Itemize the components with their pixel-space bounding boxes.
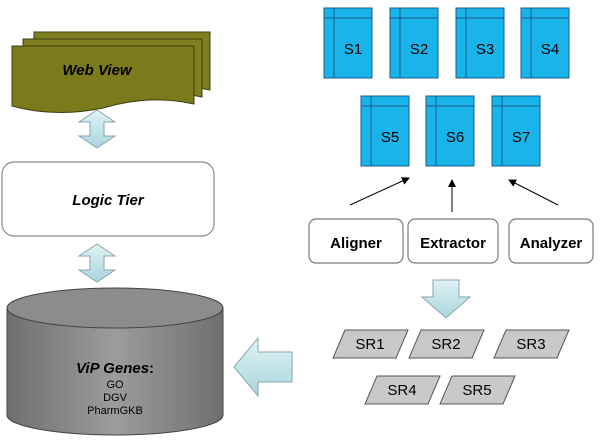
double-arrow-logic-db xyxy=(77,243,117,283)
result-label-sr2: SR2 xyxy=(431,336,460,353)
logic-tier-box: Logic Tier xyxy=(1,161,215,237)
tool-box-extractor: Extractor xyxy=(407,218,499,264)
result-sr5: SR5 xyxy=(439,375,516,405)
result-label-sr5: SR5 xyxy=(462,382,491,399)
result-label-sr4: SR4 xyxy=(387,382,416,399)
tool-box-analyzer: Analyzer xyxy=(508,218,594,264)
web-view-doc-front xyxy=(11,45,195,113)
source-box-s3: S3 xyxy=(455,7,505,79)
source-box-s6: S6 xyxy=(425,95,475,167)
logic-tier-label: Logic Tier xyxy=(72,192,145,209)
source-box-s4: S4 xyxy=(520,7,570,79)
source-box-s7: S7 xyxy=(491,95,541,167)
database-source-dgv: DGV xyxy=(103,392,128,404)
source-label-s1: S1 xyxy=(344,41,362,58)
source-label-s2: S2 xyxy=(410,41,428,58)
arrow-aligner-to-sources xyxy=(349,177,410,206)
result-sr1: SR1 xyxy=(332,329,409,359)
database-title: ViP Genes: xyxy=(76,360,154,377)
web-view-stack: Web View xyxy=(11,31,211,113)
tool-label-aligner: Aligner xyxy=(330,235,382,252)
database-source-go: GO xyxy=(106,379,124,391)
result-sr4: SR4 xyxy=(364,375,441,405)
source-box-s1: S1 xyxy=(323,7,373,79)
result-label-sr3: SR3 xyxy=(516,336,545,353)
tool-label-analyzer: Analyzer xyxy=(520,235,583,252)
double-arrow-web-logic xyxy=(77,109,117,149)
source-box-s2: S2 xyxy=(389,7,439,79)
arrow-analyzer-to-sources xyxy=(508,179,559,206)
result-sr3: SR3 xyxy=(493,329,570,359)
source-label-s5: S5 xyxy=(381,129,399,146)
source-label-s3: S3 xyxy=(476,41,494,58)
tool-label-extractor: Extractor xyxy=(420,235,486,252)
source-label-s6: S6 xyxy=(446,129,464,146)
database-source-pharmgkb: PharmGKB xyxy=(87,405,143,417)
result-label-sr1: SR1 xyxy=(355,336,384,353)
source-box-s5: S5 xyxy=(360,95,410,167)
source-label-s7: S7 xyxy=(512,129,530,146)
arrow-results-to-db xyxy=(233,336,293,398)
result-sr2: SR2 xyxy=(408,329,485,359)
tool-box-aligner: Aligner xyxy=(308,218,404,264)
source-label-s4: S4 xyxy=(541,41,559,58)
vip-genes-database: ViP Genes: GO DGV PharmGKB xyxy=(6,287,224,436)
web-view-label: Web View xyxy=(62,62,133,79)
arrow-tools-to-results xyxy=(420,279,472,319)
